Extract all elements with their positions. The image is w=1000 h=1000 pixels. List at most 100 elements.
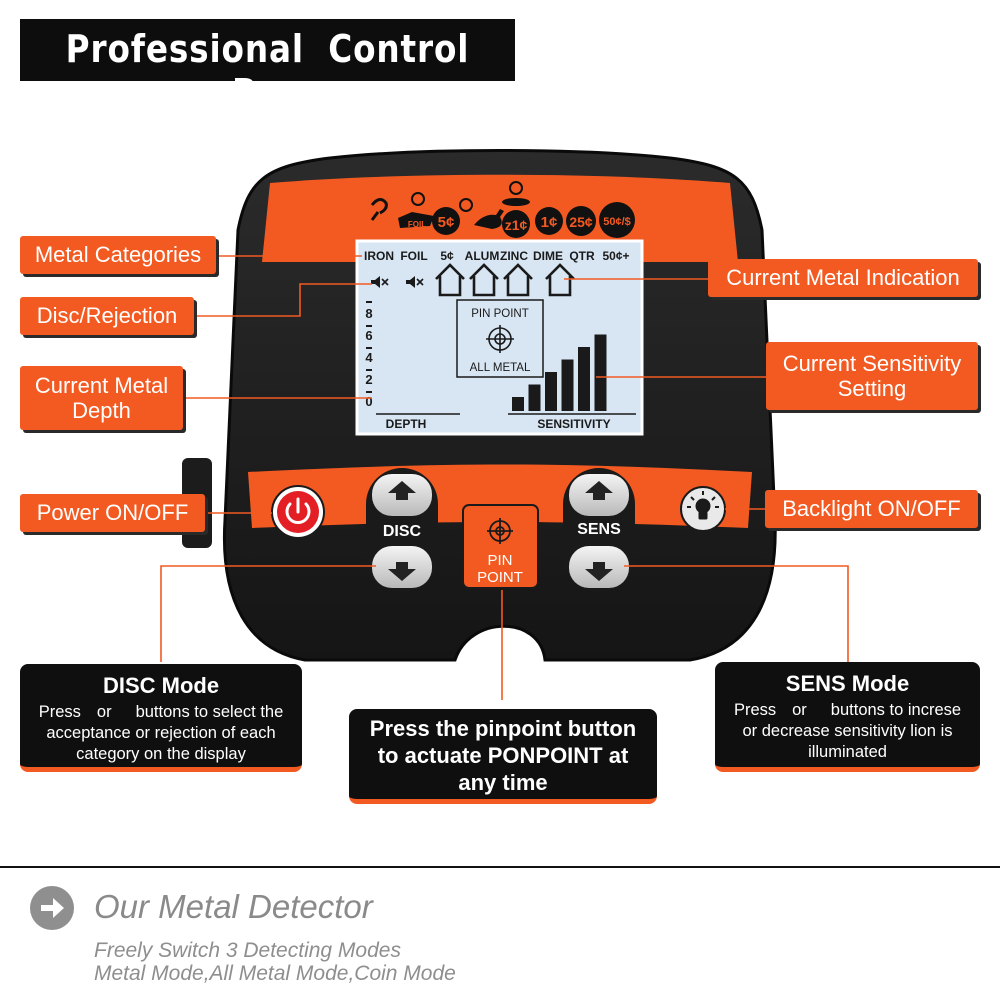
- lcd-sensitivity-label: SENSITIVITY: [537, 417, 610, 431]
- title-banner: Professional Control Box: [20, 19, 515, 115]
- half-dollar-icon: [599, 202, 635, 238]
- power-button[interactable]: [271, 485, 325, 539]
- foil-icon: [398, 212, 434, 228]
- pinpoint-mode-box: Press the pinpoint button to actuate PON…: [349, 709, 657, 804]
- lcd-category-50c: 50¢+: [602, 249, 629, 263]
- house-icon: [545, 263, 575, 297]
- pinpoint-box-line1: Press the pinpoint button: [369, 716, 637, 741]
- footer-line2: Metal Mode,All Metal Mode,Coin Mode: [94, 962, 456, 985]
- arrow-down-icon: [585, 562, 613, 581]
- mute-icon: [406, 276, 424, 288]
- lcd-category-5c: 5¢: [440, 249, 454, 263]
- arrow-down-icon: [388, 562, 416, 581]
- coin-zinc-label: z1¢: [505, 217, 528, 233]
- lcd-category-foil: FOIL: [400, 249, 427, 263]
- arrow-right-circle-icon: [30, 886, 74, 930]
- sensitivity-bars: [512, 334, 607, 411]
- metal-categories-callout: Metal Categories: [20, 236, 216, 274]
- current-sensitivity-callout: Current Sensitivity Setting: [766, 342, 978, 410]
- crosshair-icon: [486, 325, 514, 353]
- disc-button-label: DISC: [383, 523, 422, 540]
- depth-tick-2: 2: [365, 372, 372, 387]
- control-box-illustration: FOIL 5¢ z1¢ 1¢ 25¢ 50¢/$ IRON FOIL 5¢ AL…: [160, 149, 849, 700]
- pinpoint-box-line3: any time: [458, 770, 548, 795]
- quarter-icon: [566, 206, 596, 236]
- foil-label: FOIL: [408, 220, 426, 229]
- lcd-category-dime: DIME: [533, 249, 563, 263]
- lcd-category-qtr: QTR: [569, 249, 595, 263]
- arrow-up-icon: [388, 481, 416, 500]
- lightbulb-icon: [687, 491, 719, 520]
- sens-button-label: SENS: [577, 521, 621, 538]
- house-icon: [503, 263, 533, 297]
- arrow-up-icon: [585, 481, 613, 500]
- foil-ring-icon: [411, 192, 425, 206]
- sens-mode-line2: or decrease sensitivity lion is: [742, 722, 953, 740]
- depth-scale: 8 6 4 2 0: [365, 306, 373, 409]
- coin-1c-label: 1¢: [541, 214, 558, 231]
- disc-mode-line2: acceptance or rejection of each: [46, 724, 276, 742]
- backlight-button[interactable]: [680, 486, 726, 532]
- iron-icon: [370, 198, 388, 221]
- depth-tick-4: 4: [365, 350, 373, 365]
- sensitivity-bar: [594, 334, 607, 411]
- lcd-category-zinc: ZINC: [500, 249, 528, 263]
- power-icon: [285, 502, 311, 524]
- coin-icon-row: [370, 181, 635, 238]
- sens-mode-line3: illuminated: [808, 743, 887, 761]
- depth-scale-marks: [366, 301, 372, 393]
- current-metal-callout: Current Metal Indication: [708, 259, 978, 297]
- lcd-pinpoint-frame: [456, 299, 544, 378]
- can-icon: [474, 209, 504, 229]
- disc-mode-press-word: Press: [38, 703, 81, 721]
- sensitivity-bar: [545, 372, 557, 411]
- pinpoint-box-line2: to actuate PONPOINT at: [377, 743, 629, 768]
- footer-line1: Freely Switch 3 Detecting Modes: [94, 939, 401, 962]
- penny-icon: [535, 207, 563, 235]
- coin-5c-label: 5¢: [438, 214, 455, 231]
- disc-mode-line3: category on the display: [76, 745, 246, 763]
- ring-icon: [502, 198, 530, 206]
- depth-tick-8: 8: [365, 306, 372, 321]
- crosshair-icon: [487, 518, 513, 544]
- lcd-category-alum: ALUM: [465, 249, 500, 263]
- backlight-callout: Backlight ON/OFF: [765, 490, 978, 528]
- footer-divider: [0, 866, 1000, 868]
- pinpoint-label-line1: PIN: [487, 552, 512, 569]
- power-callout: Power ON/OFF: [20, 494, 205, 532]
- zinc-coin-icon: [502, 210, 530, 238]
- lcd-category-iron: IRON: [364, 249, 394, 263]
- sensitivity-bar: [512, 397, 524, 411]
- house-icon: [469, 263, 499, 297]
- nickel-icon: [432, 207, 460, 235]
- disc-rejection-callout: Disc/Rejection: [20, 297, 194, 335]
- disc-mode-title: DISC Mode: [102, 673, 220, 698]
- lcd-all-metal-label: ALL METAL: [470, 362, 531, 374]
- sensitivity-bar: [578, 347, 590, 411]
- current-depth-callout: Current Metal Depth: [20, 366, 183, 430]
- sensitivity-bar: [528, 384, 541, 411]
- footer-title: Our Metal Detector: [94, 888, 373, 925]
- disc-mode-line1: buttons to select the: [135, 703, 284, 721]
- sens-mode-title: SENS Mode: [785, 671, 910, 696]
- sens-mode-line1: buttons to increse: [830, 701, 962, 719]
- leader-lines: [160, 255, 849, 700]
- pinpoint-button[interactable]: [462, 504, 539, 589]
- alum-ring-icon: [459, 198, 473, 212]
- house-icon: [435, 263, 465, 297]
- coin-25c-label: 25¢: [569, 214, 593, 230]
- depth-tick-6: 6: [365, 328, 372, 343]
- mute-icon: [371, 276, 389, 288]
- lcd-pinpoint-label: PIN POINT: [471, 308, 529, 320]
- disc-mode-or-word: or: [96, 703, 112, 721]
- depth-tick-0: 0: [365, 394, 372, 409]
- lcd-depth-label: DEPTH: [386, 417, 427, 431]
- coin-50c-label: 50¢/$: [603, 216, 631, 228]
- pinpoint-mode-text: Press the pinpoint button to actuate PON…: [349, 715, 657, 796]
- sens-mode-press-word: Press: [733, 701, 777, 719]
- lcd-category-row: IRON FOIL 5¢ ALUM ZINC DIME QTR 50¢+: [364, 249, 630, 263]
